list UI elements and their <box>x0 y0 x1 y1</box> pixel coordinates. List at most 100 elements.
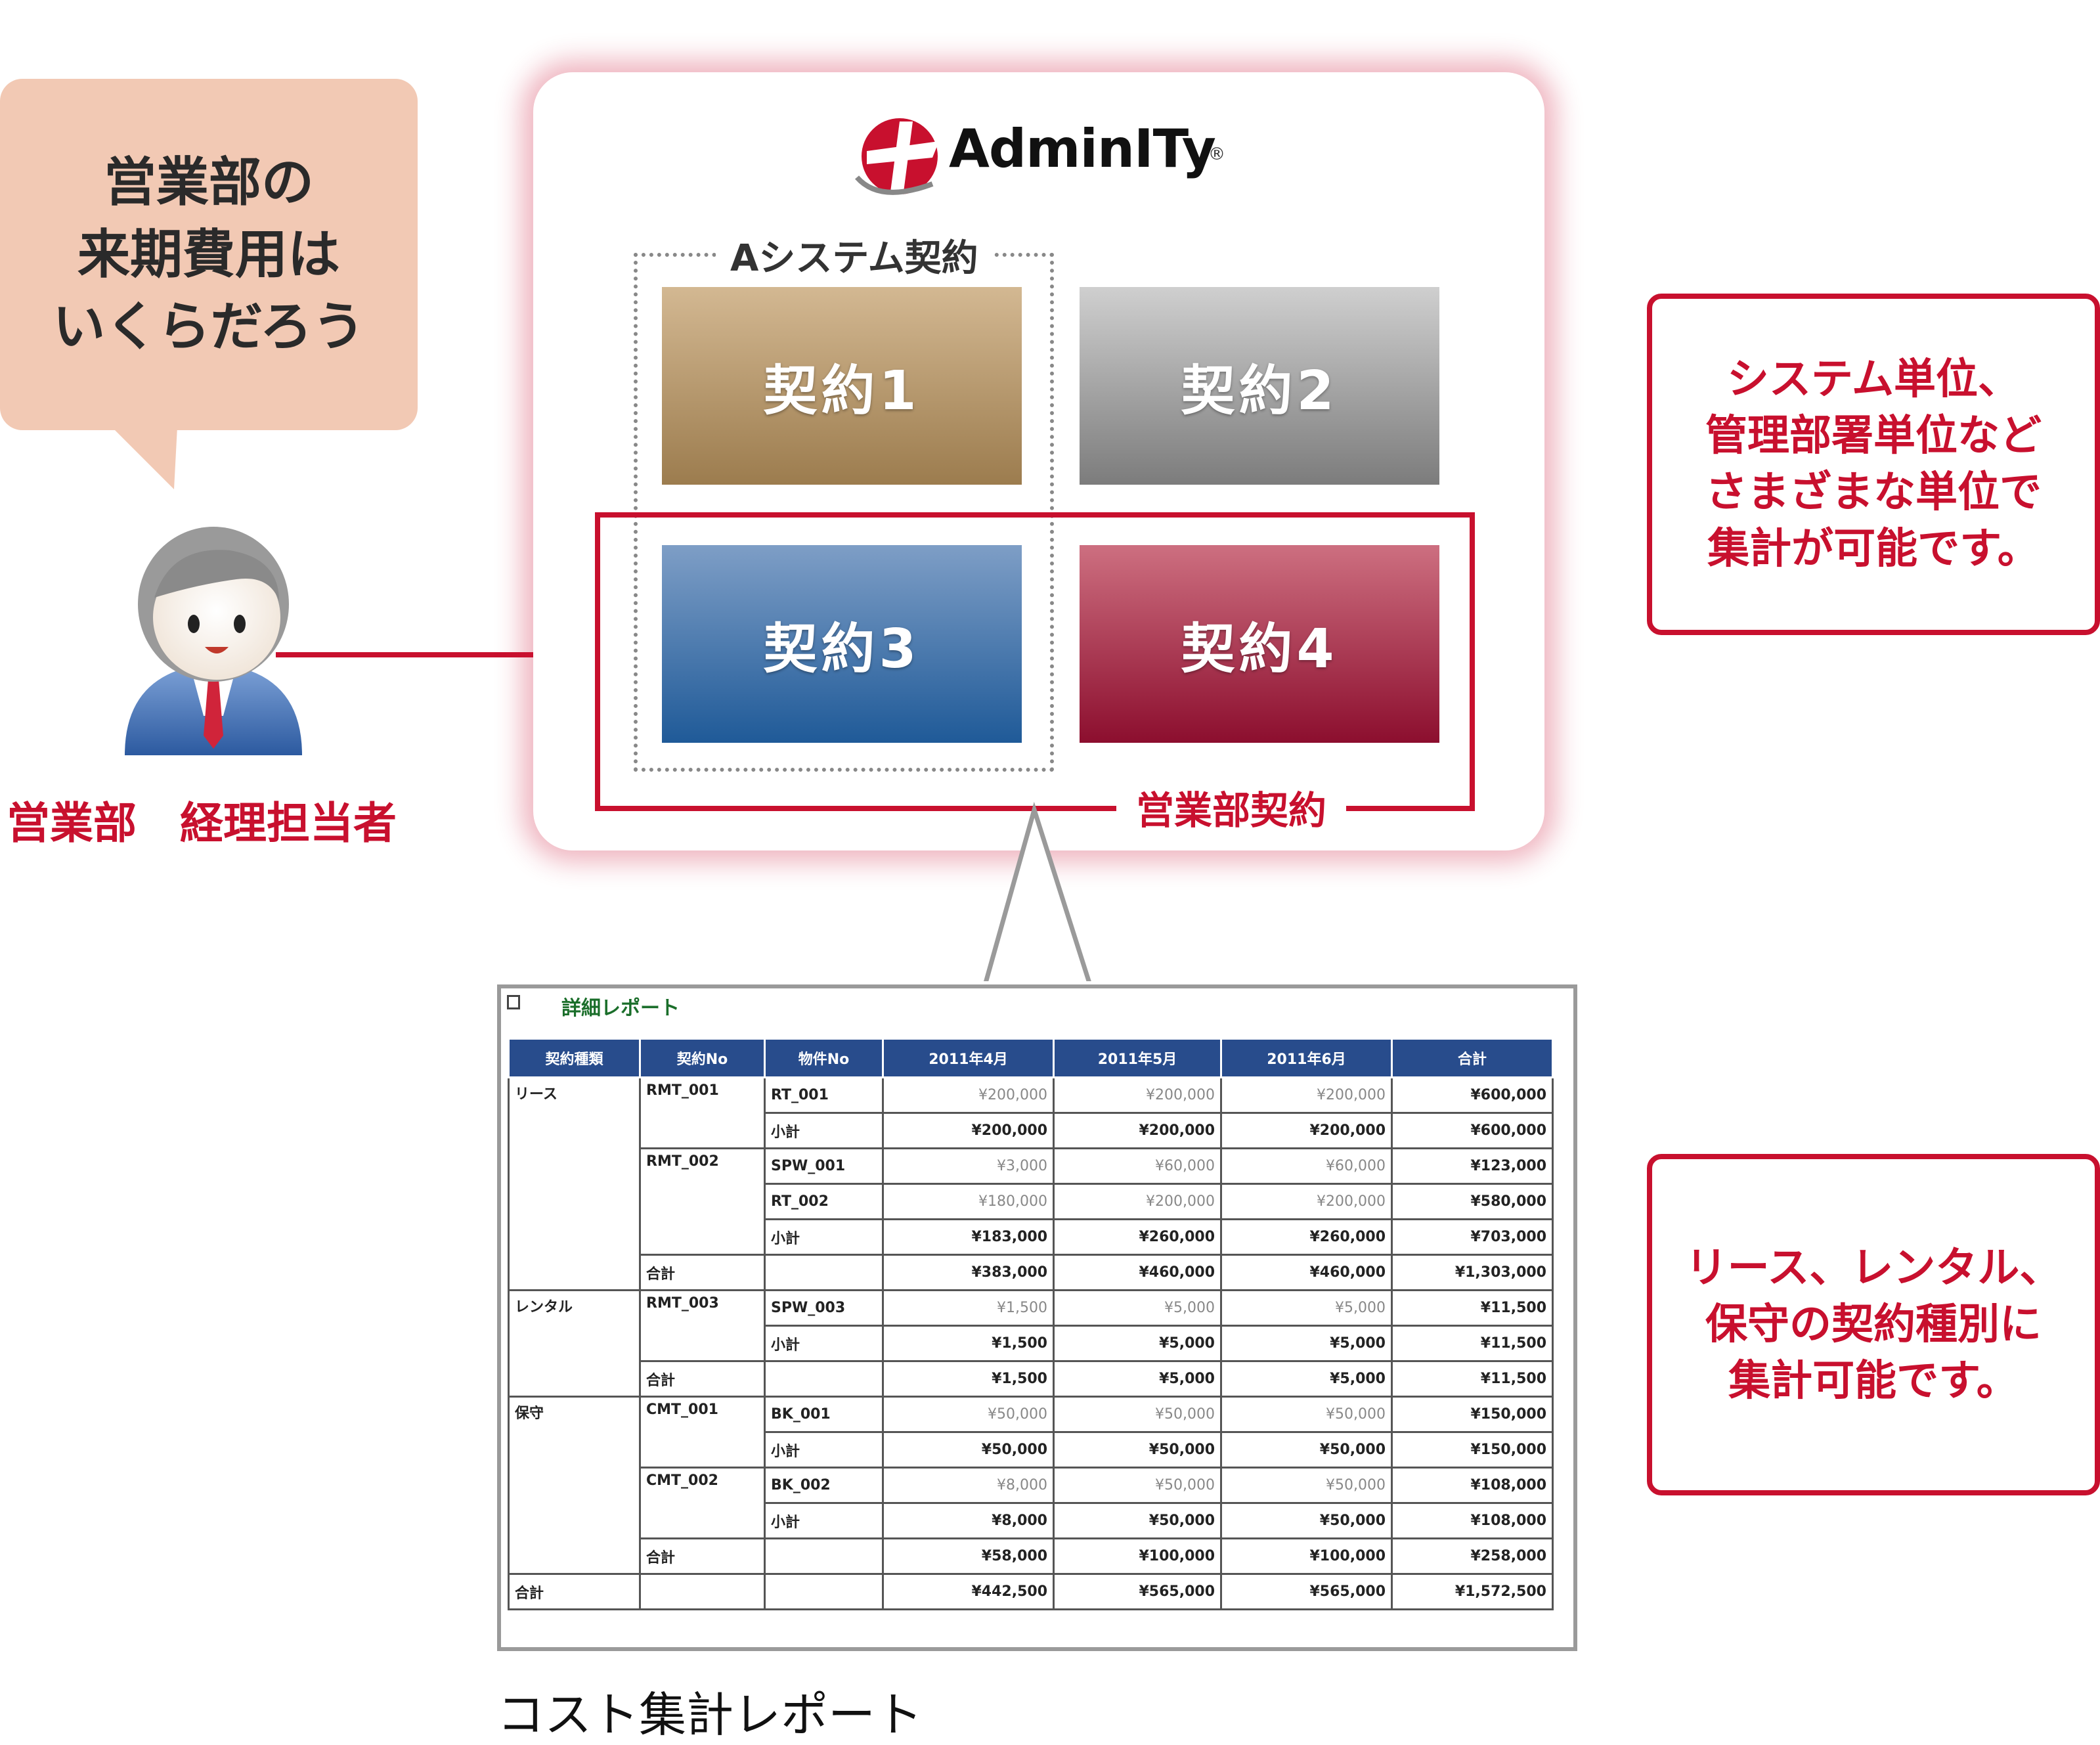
total-cell: ¥580,000 <box>1391 1183 1554 1220</box>
value-cell: ¥460,000 <box>1220 1254 1393 1291</box>
value-cell: ¥260,000 <box>1220 1218 1393 1256</box>
subtotal-label: 小計 <box>764 1502 884 1539</box>
value-cell: ¥5,000 <box>1220 1325 1393 1362</box>
subtotal-label: 小計 <box>764 1112 884 1149</box>
column-header: 契約種類 <box>508 1038 641 1078</box>
contract-type-cell: リース <box>508 1076 641 1291</box>
table-header-row: 契約種類 契約No 物件No 2011年4月 2011年5月 2011年6月 合… <box>508 1038 1554 1078</box>
contract-tile-1: 契約1 <box>662 287 1022 485</box>
table-row: 合計 ¥383,000 ¥460,000 ¥460,000 ¥1,303,000 <box>509 1254 1554 1291</box>
value-cell: ¥5,000 <box>1053 1325 1222 1362</box>
empty-cell <box>764 1254 884 1291</box>
speech-bubble <box>0 79 418 430</box>
value-cell: ¥50,000 <box>1053 1396 1222 1433</box>
value-cell: ¥100,000 <box>1220 1537 1393 1575</box>
table-row: CMT_002 BK_002 ¥8,000 ¥50,000 ¥50,000 ¥1… <box>509 1467 1554 1539</box>
total-cell: ¥108,000 <box>1391 1467 1554 1504</box>
value-cell: ¥200,000 <box>1220 1076 1393 1114</box>
callout-contract-types: リース、レンタル、 保守の契約種別に 集計可能です。 <box>1647 1154 2100 1495</box>
value-cell: ¥200,000 <box>1220 1112 1393 1149</box>
sales-group-box <box>595 512 1475 811</box>
empty-cell <box>764 1537 884 1575</box>
group-total-label: 合計 <box>639 1537 766 1575</box>
value-cell: ¥50,000 <box>1053 1467 1222 1504</box>
contract-type-cell: 保守 <box>508 1396 641 1575</box>
total-cell: ¥150,000 <box>1391 1396 1554 1433</box>
report-caption: コスト集計レポート <box>497 1687 923 1742</box>
value-cell: ¥200,000 <box>1053 1112 1222 1149</box>
contract-no-cell: RMT_001 <box>639 1076 766 1149</box>
value-cell: ¥50,000 <box>1220 1431 1393 1469</box>
empty-cell <box>639 1573 766 1610</box>
table-row: 小計 ¥50,000 ¥50,000 ¥50,000 ¥150,000 <box>509 1431 1554 1469</box>
value-cell: ¥200,000 <box>882 1076 1055 1114</box>
contract-type-cell: レンタル <box>508 1289 641 1398</box>
total-cell: ¥600,000 <box>1391 1076 1554 1114</box>
value-cell: ¥50,000 <box>1220 1396 1393 1433</box>
column-header: 2011年5月 <box>1053 1038 1222 1078</box>
contract-tile-3: 契約3 <box>662 545 1022 743</box>
adminity-logo-icon <box>854 118 939 197</box>
asset-no-cell: SPW_003 <box>764 1289 884 1327</box>
value-cell: ¥5,000 <box>1053 1289 1222 1327</box>
value-cell: ¥180,000 <box>882 1183 1055 1220</box>
contract-no-cell: RMT_002 <box>639 1147 766 1256</box>
table-row: 小計 ¥8,000 ¥50,000 ¥50,000 ¥108,000 <box>509 1502 1554 1539</box>
column-header: 契約No <box>639 1038 766 1078</box>
table-row: 小計 ¥183,000 ¥260,000 ¥260,000 ¥703,000 <box>509 1218 1554 1256</box>
value-cell: ¥5,000 <box>1220 1360 1393 1398</box>
group-total-label: 合計 <box>639 1254 766 1291</box>
callout-line: 集計が可能です。 <box>1707 525 2040 573</box>
connector-line <box>276 652 598 657</box>
value-cell: ¥442,500 <box>882 1573 1055 1610</box>
column-header: 2011年4月 <box>882 1038 1055 1078</box>
table-row: 合計 ¥58,000 ¥100,000 ¥100,000 ¥258,000 <box>509 1537 1554 1575</box>
callout-line: 集計可能です。 <box>1728 1357 2019 1405</box>
value-cell: ¥3,000 <box>882 1147 1055 1185</box>
empty-cell <box>764 1360 884 1398</box>
collapse-icon[interactable] <box>507 995 520 1009</box>
value-cell: ¥50,000 <box>882 1396 1055 1433</box>
value-cell: ¥100,000 <box>1053 1537 1222 1575</box>
value-cell: ¥50,000 <box>882 1431 1055 1469</box>
value-cell: ¥460,000 <box>1053 1254 1222 1291</box>
subtotal-label: 小計 <box>764 1431 884 1469</box>
asset-no-cell: RT_001 <box>764 1076 884 1114</box>
speech-bubble-tail <box>112 427 177 489</box>
logo-text: AdminITy <box>949 118 1216 179</box>
value-cell: ¥60,000 <box>1220 1147 1393 1185</box>
total-cell: ¥108,000 <box>1391 1502 1554 1539</box>
column-header: 合計 <box>1391 1038 1554 1078</box>
value-cell: ¥183,000 <box>882 1218 1055 1256</box>
total-cell: ¥150,000 <box>1391 1431 1554 1469</box>
sales-group-label: 営業部契約 <box>1116 780 1347 835</box>
value-cell: ¥260,000 <box>1053 1218 1222 1256</box>
report-table: 契約種類 契約No 物件No 2011年4月 2011年5月 2011年6月 合… <box>508 1038 1554 1610</box>
value-cell: ¥200,000 <box>882 1112 1055 1149</box>
system-group-label: Aシステム契約 <box>716 229 993 282</box>
callout-line: リース、レンタル、 <box>1685 1244 2062 1292</box>
value-cell: ¥58,000 <box>882 1537 1055 1575</box>
value-cell: ¥383,000 <box>882 1254 1055 1291</box>
value-cell: ¥50,000 <box>1053 1502 1222 1539</box>
total-cell: ¥600,000 <box>1391 1112 1554 1149</box>
column-header: 2011年6月 <box>1220 1038 1393 1078</box>
value-cell: ¥50,000 <box>1220 1502 1393 1539</box>
table-row: レンタル RMT_003 SPW_003 ¥1,500 ¥5,000 ¥5,00… <box>508 1289 1554 1398</box>
grand-total-label: 合計 <box>508 1573 641 1610</box>
bubble-line: 営業部の <box>104 151 314 213</box>
asset-no-cell: BK_002 <box>764 1467 884 1504</box>
total-cell: ¥11,500 <box>1391 1360 1554 1398</box>
contract-no-cell: CMT_002 <box>639 1467 766 1539</box>
businessman-avatar <box>125 527 302 755</box>
callout-line: さまざまな単位で <box>1705 468 2042 517</box>
value-cell: ¥60,000 <box>1053 1147 1222 1185</box>
table-row: 小計 ¥200,000 ¥200,000 ¥200,000 ¥600,000 <box>509 1112 1554 1149</box>
asset-no-cell: BK_001 <box>764 1396 884 1433</box>
total-cell: ¥258,000 <box>1391 1537 1554 1575</box>
bubble-text: 営業部の 来期費用は いくらだろう <box>0 79 418 430</box>
table-row: RMT_002 SPW_001 ¥3,000 ¥60,000 ¥60,000 ¥… <box>509 1147 1554 1256</box>
grand-total-row: 合計 ¥442,500 ¥565,000 ¥565,000 ¥1,572,500 <box>508 1573 1554 1610</box>
value-cell: ¥5,000 <box>1053 1360 1222 1398</box>
value-cell: ¥50,000 <box>1053 1431 1222 1469</box>
